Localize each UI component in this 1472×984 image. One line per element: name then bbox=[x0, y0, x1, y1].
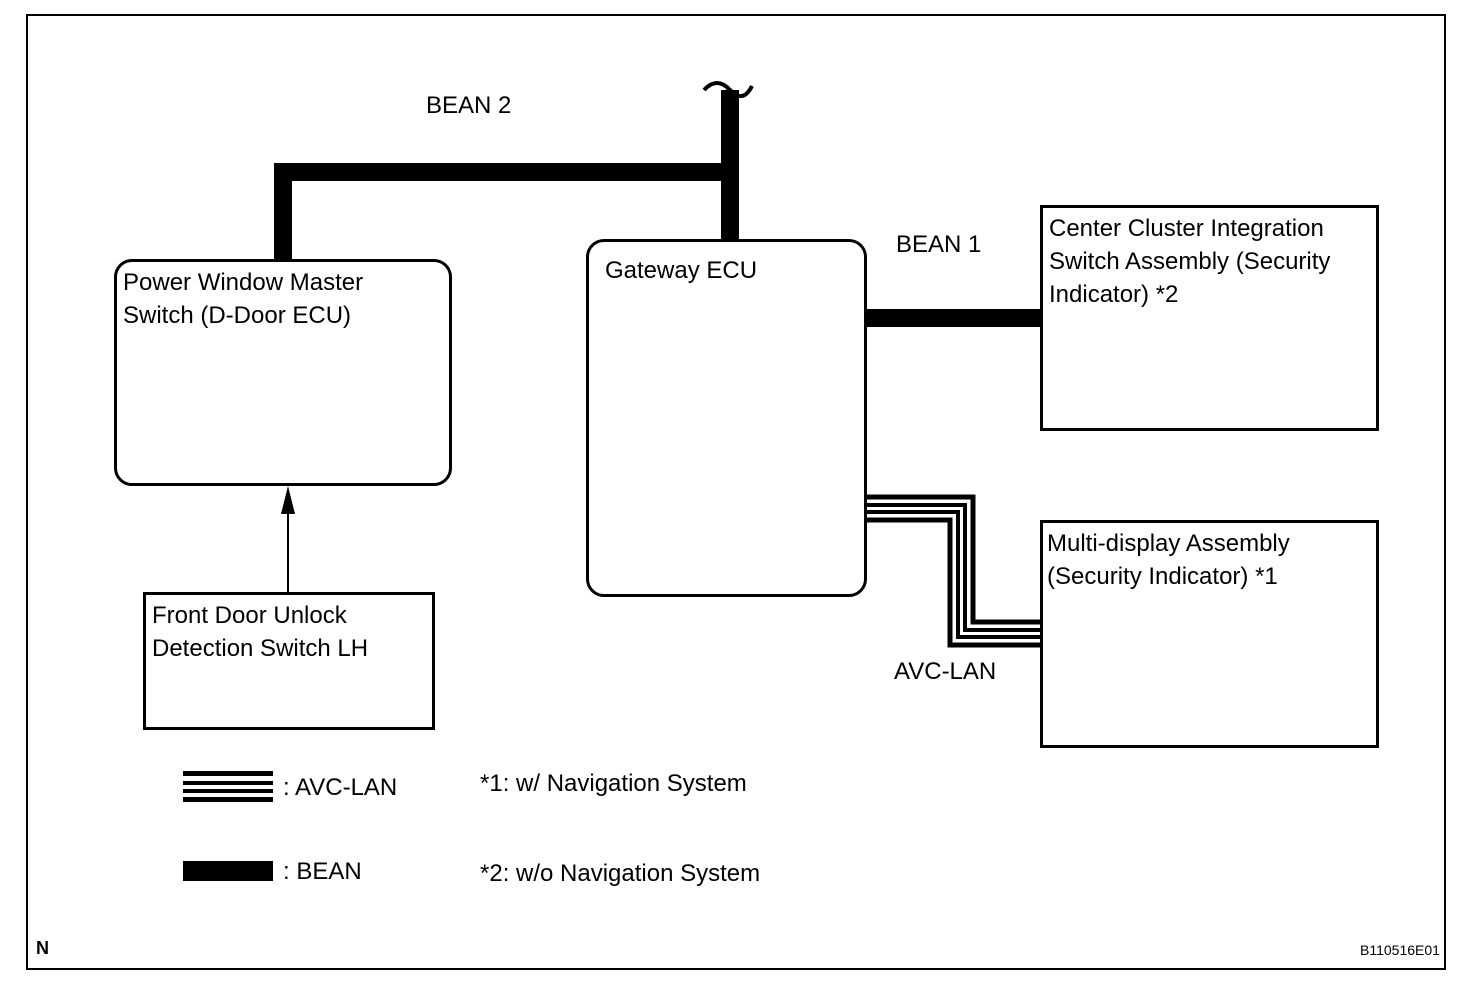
wire-break-symbol bbox=[702, 81, 754, 98]
avc-lan-wire bbox=[866, 494, 1042, 648]
avc-lan-label: AVC-LAN bbox=[894, 658, 997, 685]
legend-bean-line bbox=[183, 861, 273, 881]
corner-letter: N bbox=[36, 938, 49, 958]
center-cluster-integration-switch-box: Center Cluster Integration Switch Assemb… bbox=[1040, 205, 1379, 431]
gateway-ecu-box: Gateway ECU bbox=[586, 239, 867, 597]
note-2: *2: w/o Navigation System bbox=[480, 860, 761, 887]
diagram-frame bbox=[26, 14, 1446, 970]
power-window-master-switch-box: Power Window Master Switch (D-Door ECU) bbox=[114, 259, 452, 486]
front-door-unlock-switch-box: Front Door Unlock Detection Switch LH bbox=[143, 592, 435, 730]
legend-avc-lan-line bbox=[183, 771, 273, 802]
bean2-label: BEAN 2 bbox=[426, 92, 512, 119]
arrow-head bbox=[281, 486, 295, 514]
legend-avc-lan-label: : AVC-LAN bbox=[283, 774, 398, 801]
legend-bean-label: : BEAN bbox=[283, 858, 362, 885]
bean2-wire bbox=[274, 163, 730, 262]
note-1: *1: w/ Navigation System bbox=[480, 770, 747, 797]
multi-display-assembly-box: Multi-display Assembly (Security Indicat… bbox=[1040, 520, 1379, 748]
figure-code: B110516E01 bbox=[1360, 942, 1440, 958]
bean1-label: BEAN 1 bbox=[896, 231, 982, 258]
